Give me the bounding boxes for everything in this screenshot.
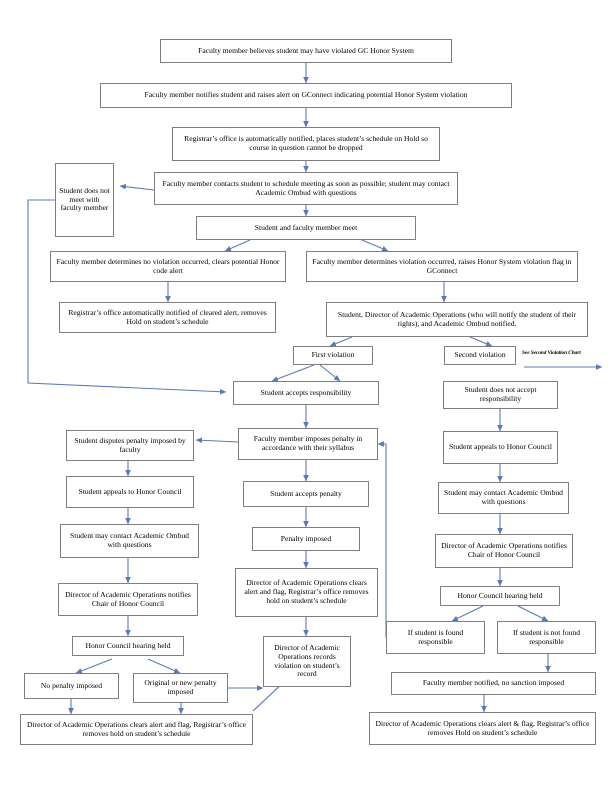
node-student-disputes-penalty[interactable]: Student disputes penalty imposed by facu… [66,430,194,461]
node-contacts-student-meeting[interactable]: Faculty member contacts student to sched… [154,172,458,205]
node-student-accepts-penalty[interactable]: Student accepts penalty [243,481,369,507]
node-student-may-contact-ombud-right[interactable]: Student may contact Academic Ombud with … [438,482,569,514]
node-director-ombud-notified[interactable]: Student, Director of Academic Operations… [326,302,588,337]
note-see-second-violation-chart: See Second Violation Chart [522,350,581,356]
node-notifies-student[interactable]: Faculty member notifies student and rais… [100,83,512,108]
node-student-faculty-meet[interactable]: Student and faculty member meet [196,216,416,240]
node-director-clears-alert-bottom-right[interactable]: Director of Academic Operations clears a… [369,712,596,745]
node-found-responsible[interactable]: If student is found responsible [386,621,485,654]
node-faculty-notified-no-sanction[interactable]: Faculty member notified, no sanction imp… [391,672,596,695]
node-faculty-imposes-penalty[interactable]: Faculty member imposes penalty in accord… [238,428,378,460]
node-not-found-responsible[interactable]: If student is not found responsible [497,621,596,654]
node-director-notifies-chair-right[interactable]: Director of Academic Operations notifies… [435,534,573,568]
node-second-violation[interactable]: Second violation [444,346,516,365]
node-director-records-violation[interactable]: Director of Academic Operations records … [263,636,351,687]
node-student-does-not-meet[interactable]: Student does not meet with faculty membe… [55,163,114,237]
node-student-appeals-honor-council-right[interactable]: Student appeals to Honor Council [443,431,558,464]
node-original-or-new-penalty[interactable]: Original or new penalty imposed [133,673,228,703]
node-violation-occurred[interactable]: Faculty member determines violation occu… [306,251,578,282]
node-student-may-contact-ombud-left[interactable]: Student may contact Academic Ombud with … [60,524,199,558]
node-director-clears-alert-bottom-left[interactable]: Director of Academic Operations clears a… [20,714,253,745]
node-registrar-notified-hold[interactable]: Registrar’s office is automatically noti… [172,127,440,161]
node-no-violation-occurred[interactable]: Faculty member determines no violation o… [50,251,286,282]
node-student-appeals-honor-council-left[interactable]: Student appeals to Honor Council [66,476,194,508]
node-first-violation[interactable]: First violation [293,346,373,365]
node-no-penalty-imposed[interactable]: No penalty imposed [24,673,119,699]
node-director-notifies-chair-left[interactable]: Director of Academic Operations notifies… [58,583,198,616]
node-director-clears-alert-middle[interactable]: Director of Academic Operations clears a… [235,568,378,617]
node-honor-council-hearing-right[interactable]: Honor Council hearing held [440,586,560,606]
node-student-not-accept-responsibility[interactable]: Student does not accept responsibility [443,381,558,409]
node-believes-violation[interactable]: Faculty member believes student may have… [160,39,452,63]
node-student-accepts-responsibility[interactable]: Student accepts responsibility [233,381,379,405]
node-penalty-imposed[interactable]: Penalty imposed [252,527,360,551]
node-honor-council-hearing-left[interactable]: Honor Council hearing held [72,636,184,656]
node-registrar-cleared-alert[interactable]: Registrar’s office automatically notifie… [59,302,276,333]
